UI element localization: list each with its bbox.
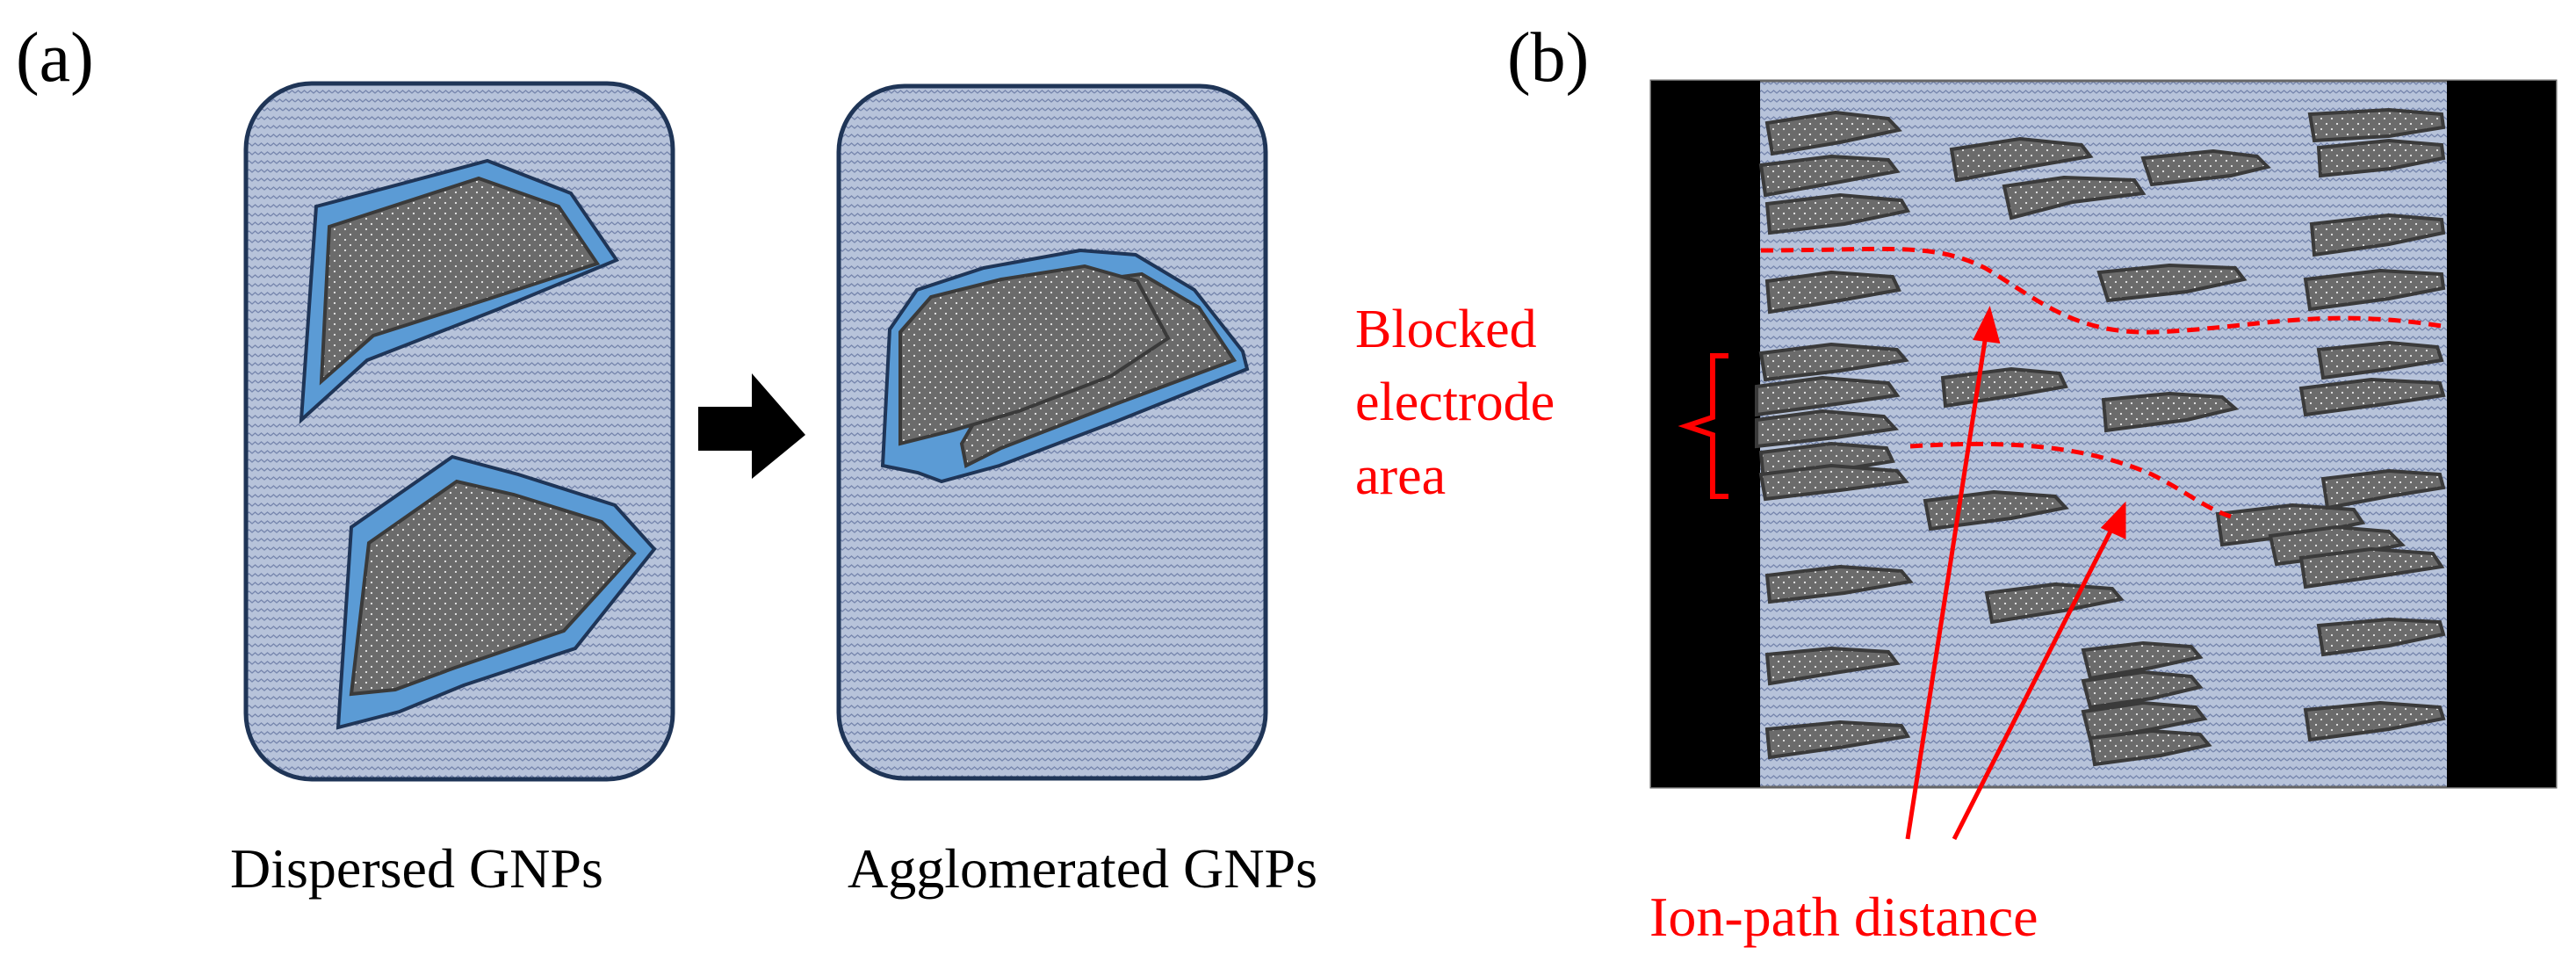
panel-a: (a) Dis (16, 19, 1317, 900)
agglomerated-caption: Agglomerated GNPs (848, 837, 1317, 900)
ion-paths (1760, 246, 2448, 519)
right-arrow-icon (698, 373, 805, 479)
panel-a-tag: (a) (16, 19, 94, 97)
right-electrode (2447, 81, 2556, 787)
panel-b: (b) (1355, 19, 2558, 948)
dispersed-caption: Dispersed GNPs (230, 837, 603, 900)
blocked-label-line-2: electrode (1355, 373, 1555, 432)
agglomerated-particles (880, 248, 1250, 484)
dispersed-particle-lower (336, 454, 657, 730)
gnp-flakes (1755, 107, 2446, 767)
blocked-label-line-3: area (1355, 446, 1446, 506)
curly-bracket-icon (1678, 353, 1728, 499)
ion-path-upper (1760, 246, 2448, 335)
dispersed-particle-upper (299, 158, 620, 424)
agglomerated-box (836, 83, 1268, 781)
ion-path-lower (1909, 441, 2232, 519)
dispersed-box (243, 81, 675, 782)
ion-path-label: Ion-path distance (1649, 886, 2038, 948)
ion-path-arrows (1905, 306, 2126, 841)
panel-b-tag: (b) (1507, 19, 1589, 97)
blocked-label-line-1: Blocked (1355, 300, 1537, 359)
